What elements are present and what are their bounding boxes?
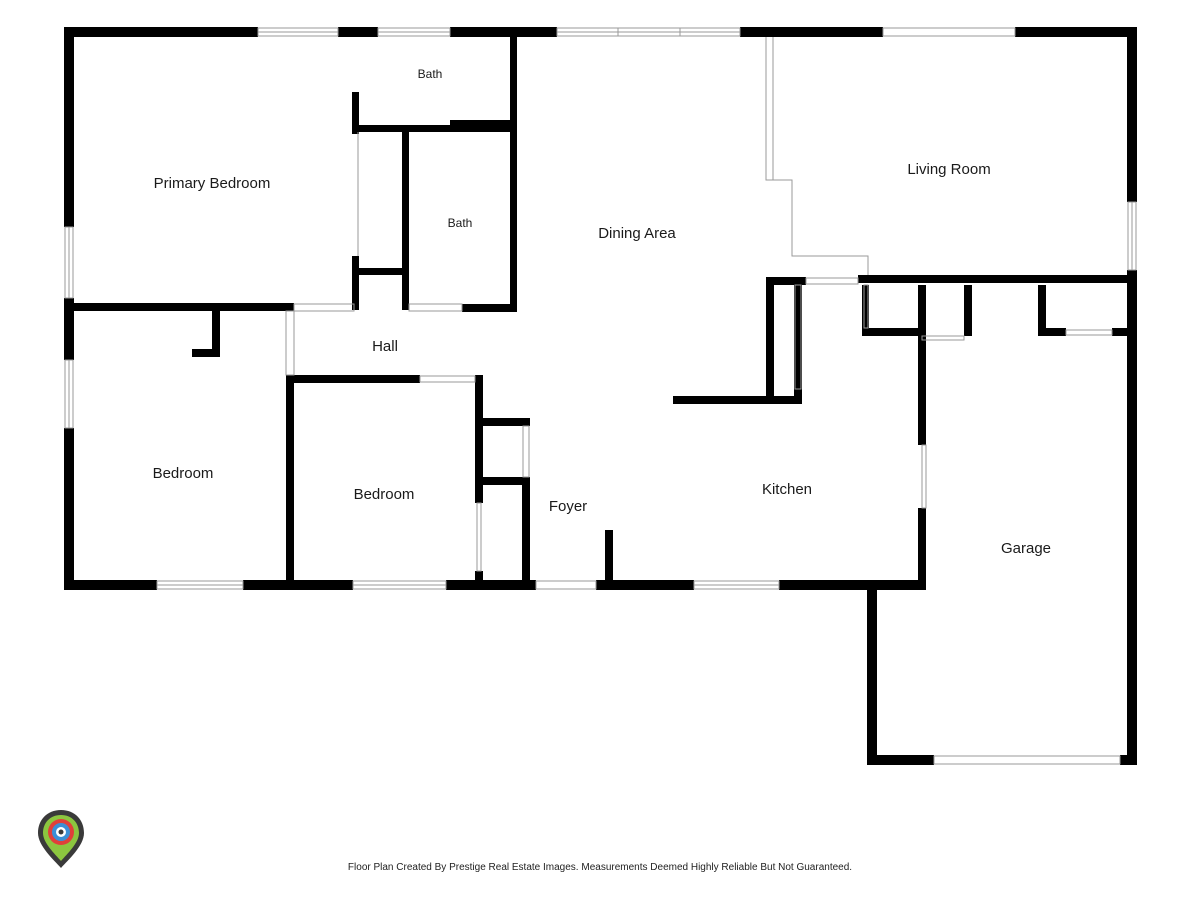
- room-label-bath-upper: Bath: [418, 67, 443, 81]
- room-label-bedroom-middle: Bedroom: [354, 486, 415, 503]
- room-label-living-room: Living Room: [907, 161, 990, 178]
- room-label-garage: Garage: [1001, 540, 1051, 557]
- room-label-kitchen: Kitchen: [762, 481, 812, 498]
- room-label-dining-area: Dining Area: [598, 225, 676, 242]
- footer-disclaimer: Floor Plan Created By Prestige Real Esta…: [347, 862, 853, 873]
- walls: [64, 27, 1137, 765]
- room-label-foyer: Foyer: [549, 498, 587, 515]
- room-label-primary-bedroom: Primary Bedroom: [154, 175, 271, 192]
- room-label-hall: Hall: [372, 338, 398, 355]
- room-label-bath-lower: Bath: [448, 216, 473, 230]
- location-pin-eye-icon: [38, 810, 84, 868]
- room-label-bedroom-left: Bedroom: [153, 465, 214, 482]
- windows: [64, 27, 1137, 765]
